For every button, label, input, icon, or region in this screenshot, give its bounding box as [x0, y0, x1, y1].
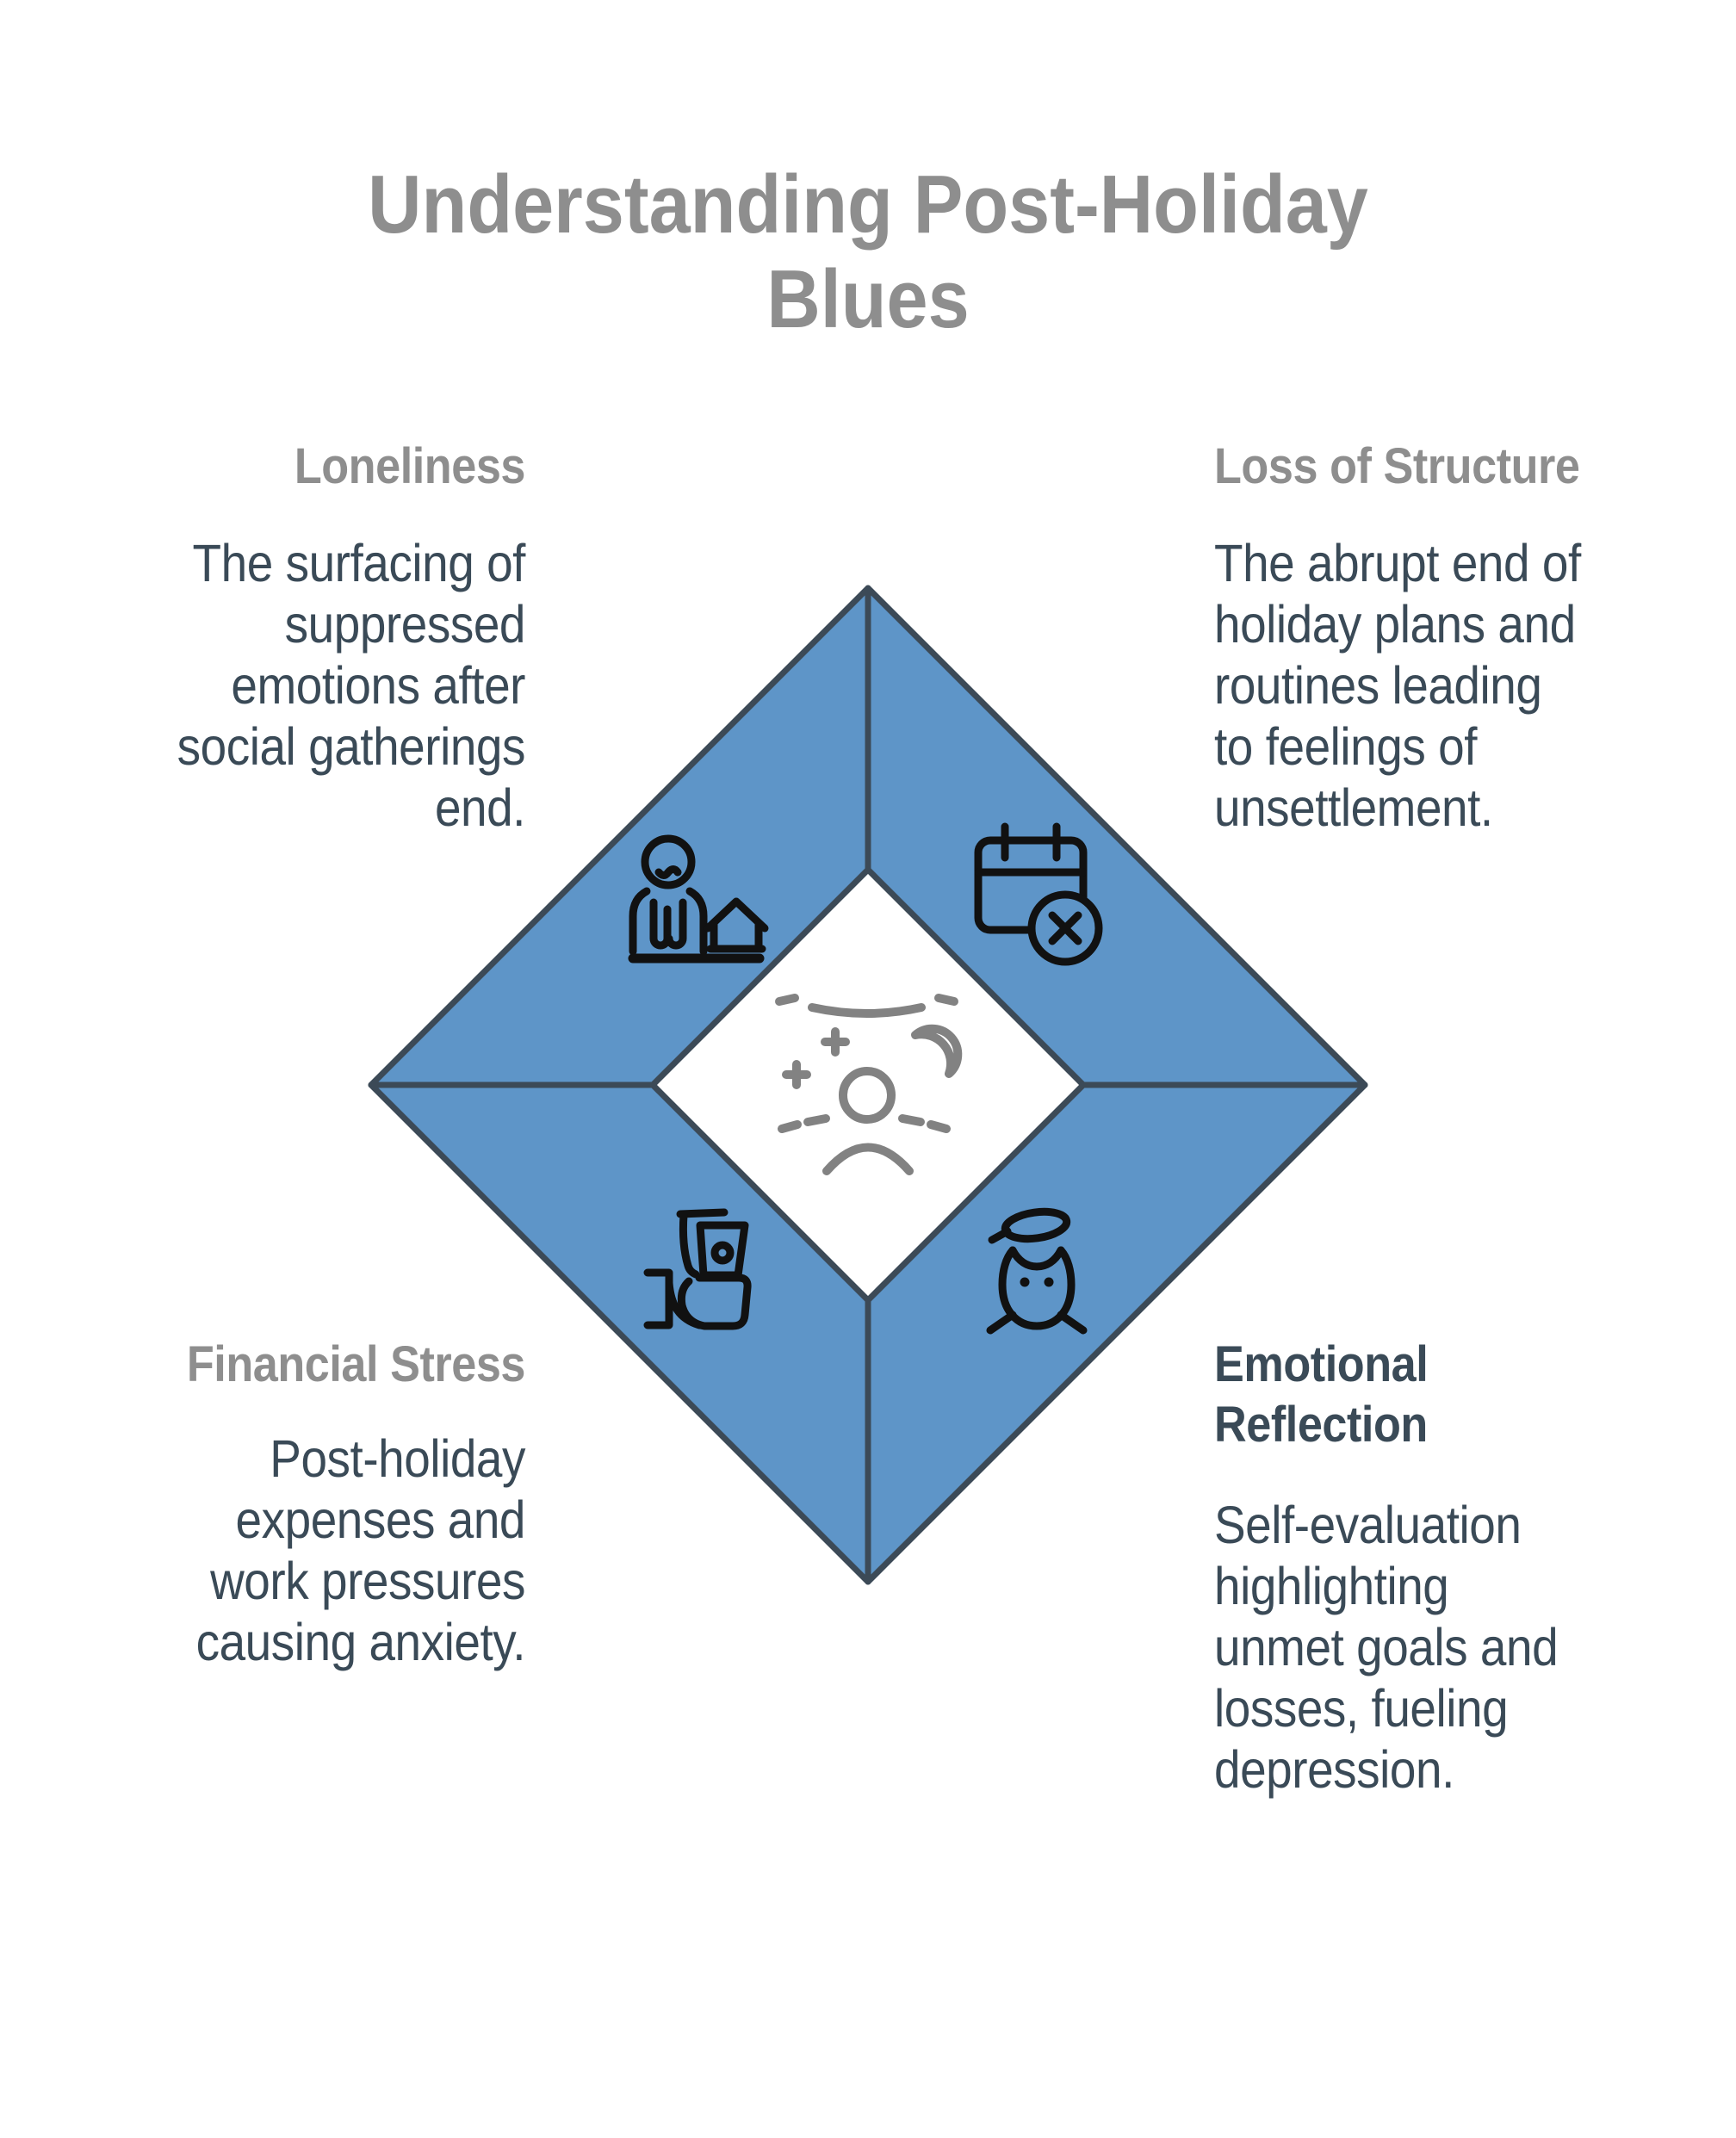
sad-person-night-icon: [775, 994, 963, 1175]
loss-of-structure-heading: Loss of Structure: [1214, 438, 1580, 494]
loneliness-heading: Loneliness: [294, 438, 526, 494]
financial-stress-heading: Financial Stress: [186, 1336, 526, 1392]
emotional-reflection-heading: Emotional Reflection: [1214, 1336, 1429, 1453]
wallet-money-icon: [643, 1208, 752, 1330]
financial-stress-description: Post-holiday expenses and work pressures…: [195, 1429, 526, 1671]
cancelled-calendar-icon: [974, 822, 1103, 966]
emotional-reflection-description: Self-evaluation highlighting unmet goals…: [1214, 1496, 1559, 1799]
loneliness-description: The surfacing of suppressed emotions aft…: [177, 534, 526, 837]
page-title: Understanding Post-Holiday Blues: [368, 158, 1368, 345]
open-mind-icon: [986, 1207, 1088, 1335]
lonely-person-house-icon: [628, 834, 769, 964]
segment-bottom-right: [865, 1081, 1368, 1585]
loss-of-structure-description: The abrupt end of holiday plans and rout…: [1214, 534, 1581, 837]
